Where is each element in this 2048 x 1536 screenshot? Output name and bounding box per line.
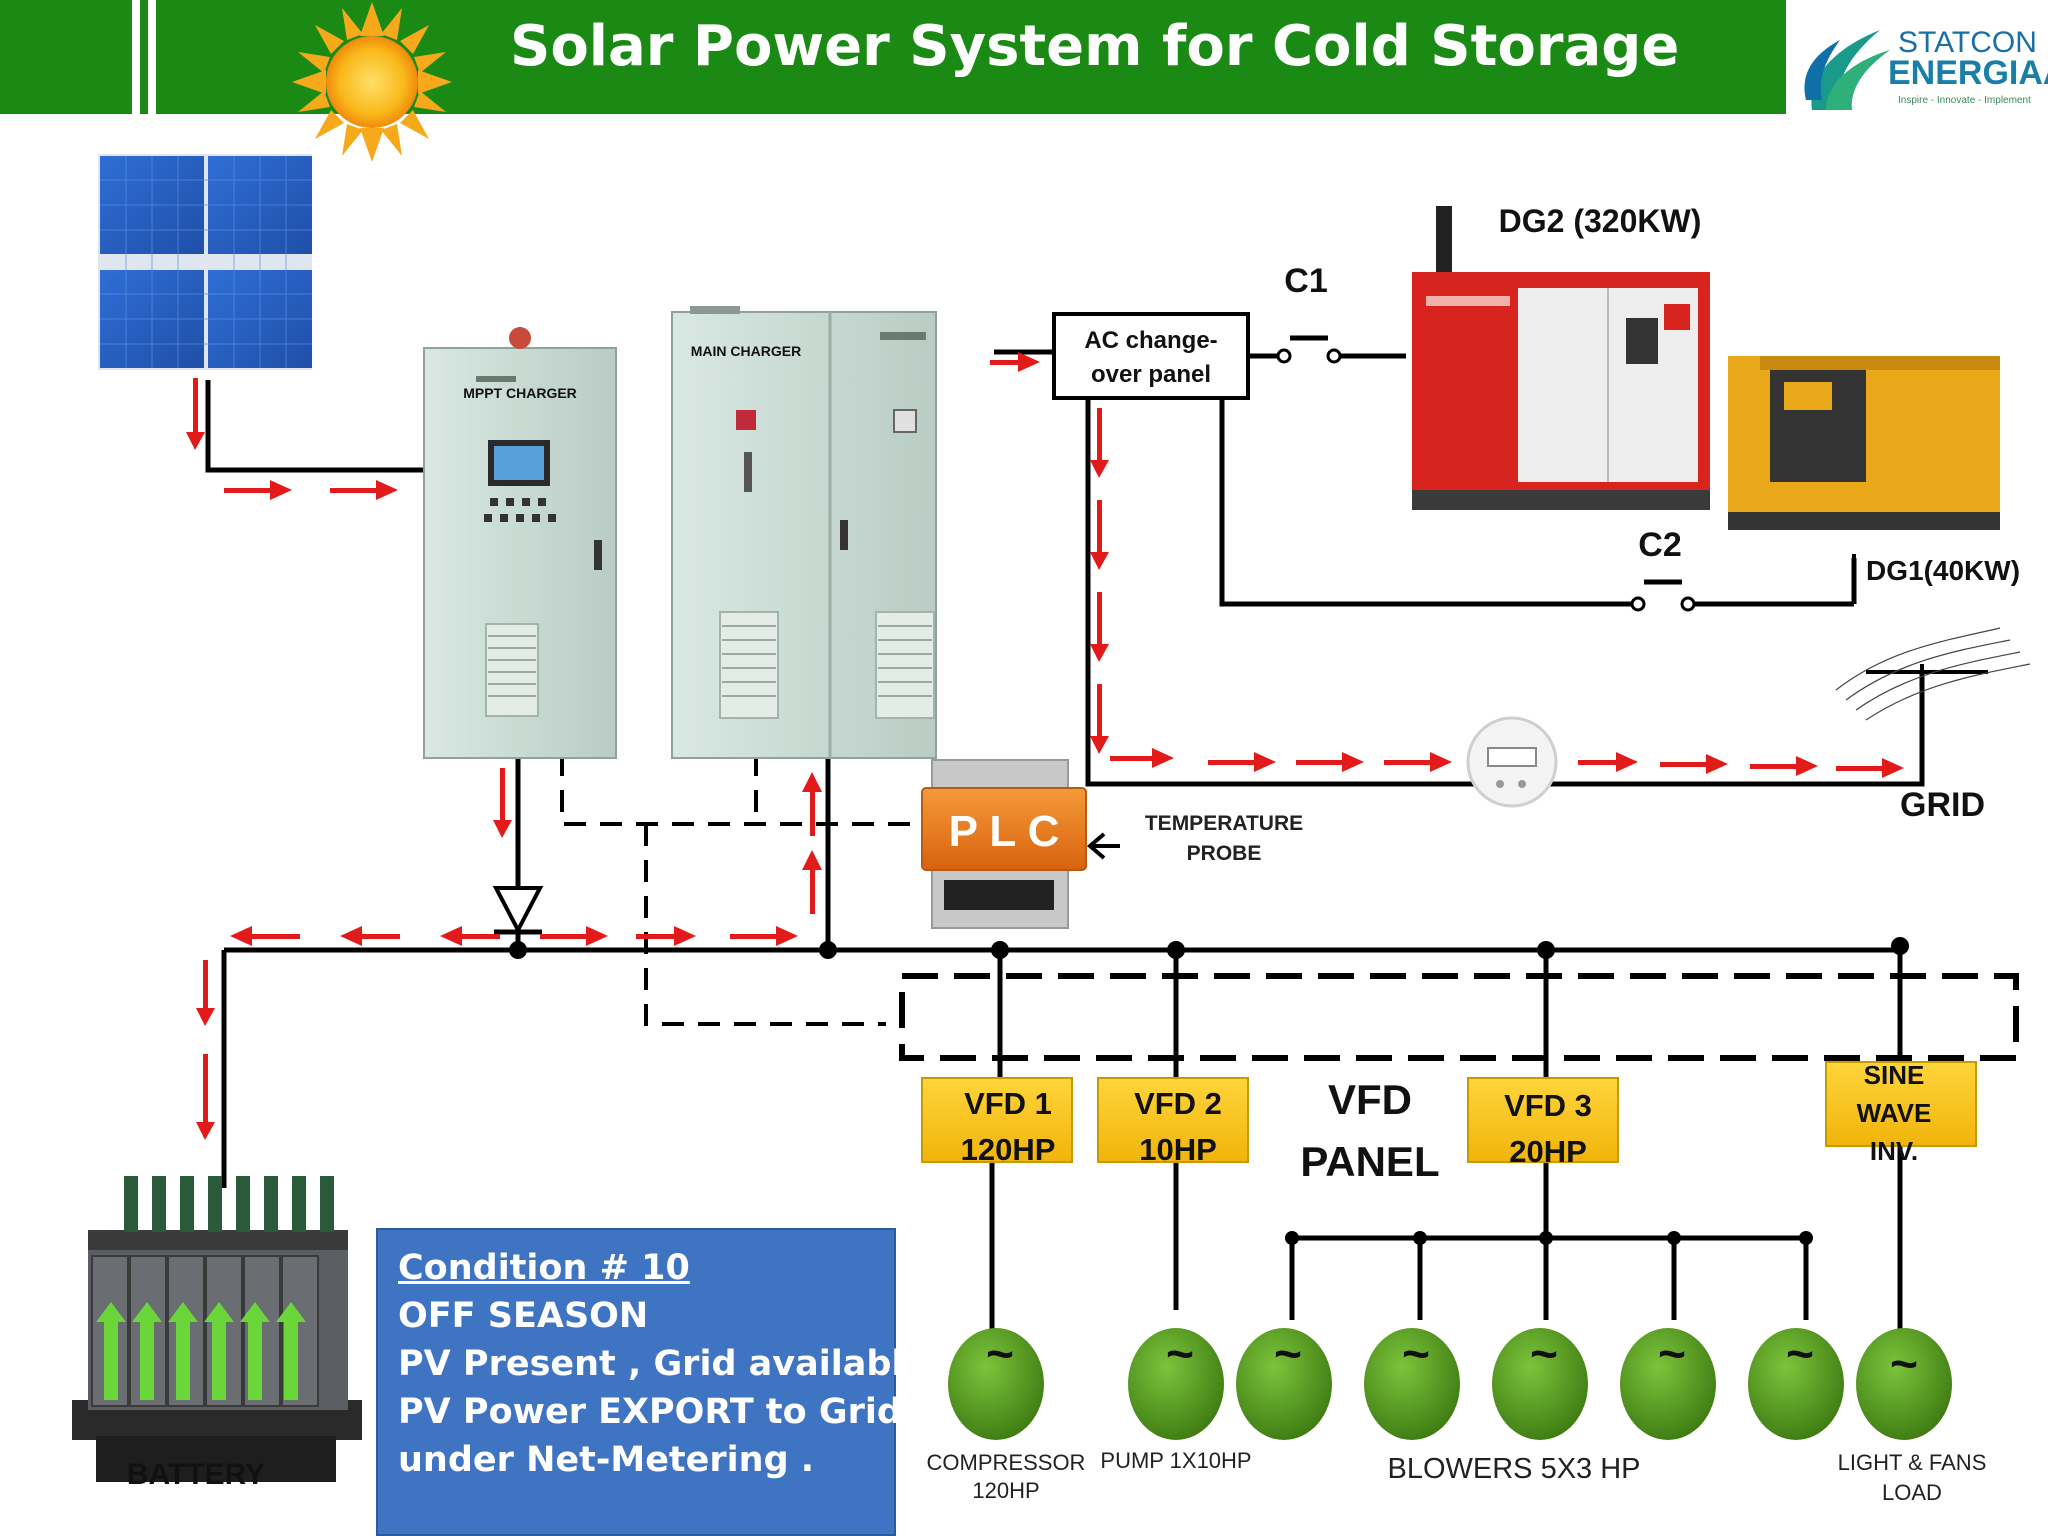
plc-label: P L C: [949, 807, 1060, 856]
condition-line-4: under Net-Metering .: [398, 1440, 815, 1480]
vfd-2-box: VFD 2 10HP: [1097, 1077, 1249, 1167]
compressor-label-line2: 120HP: [972, 1478, 1039, 1503]
junction-dots: [509, 937, 1909, 1245]
energy-meter-icon: [1466, 716, 1558, 808]
logo-line1: STATCON: [1898, 26, 2037, 59]
motor-blower-4-icon: ~: [1620, 1328, 1716, 1440]
grid-pole-icon: [1835, 627, 2031, 784]
contactor-c2-label: C2: [1638, 526, 1681, 564]
motor-blower-5-icon: ~: [1748, 1328, 1844, 1440]
battery-label: BATTERY: [127, 1458, 265, 1491]
compressor-label-line1: COMPRESSOR: [927, 1450, 1086, 1475]
motor-compressor-icon: ~: [948, 1328, 1044, 1440]
dg2-label: DG2 (320KW): [1499, 203, 1702, 239]
condition-line-2: PV Present , Grid available .: [398, 1344, 953, 1384]
dg1-generator: [1728, 356, 2000, 530]
vfd-1-line2: 120HP: [961, 1132, 1056, 1167]
vfd-1-line1: VFD 1: [964, 1086, 1052, 1121]
header-divider: [148, 0, 156, 114]
condition-line-1: OFF SEASON: [398, 1296, 649, 1336]
vfd-panel-title-line2: PANEL: [1300, 1138, 1439, 1185]
battery-bank-icon: [72, 1176, 362, 1482]
sine-wave-inverter-box: SINE WAVE INV.: [1825, 1060, 1977, 1166]
inverter-line2: WAVE: [1857, 1098, 1932, 1128]
vfd-panel-title-line1: VFD: [1328, 1076, 1412, 1123]
plc-unit: P L C: [921, 759, 1087, 929]
condition-title: Condition # 10: [398, 1248, 690, 1288]
logo-line2: ENERGIAA: [1888, 54, 2048, 92]
dg1-label: DG1(40KW): [1866, 555, 2020, 586]
logo-tagline: Inspire - Innovate - Implement: [1898, 95, 2031, 106]
changeover-line2: over panel: [1091, 361, 1211, 388]
mppt-charger-cabinet: MPPT CHARGER: [423, 327, 617, 759]
vfd-3-box: VFD 3 20HP: [1467, 1077, 1619, 1169]
motor-symbol: ~: [1786, 1328, 1814, 1381]
main-charger-cabinet: MAIN CHARGER: [671, 306, 937, 759]
pump-label: PUMP 1X10HP: [1100, 1448, 1251, 1473]
header-bar: [0, 0, 1786, 114]
motor-blower-1-icon: ~: [1236, 1328, 1332, 1440]
motor-symbol: ~: [986, 1328, 1014, 1381]
blowers-label: BLOWERS 5X3 HP: [1387, 1453, 1640, 1485]
statcon-logo: STATCON ENERGIAA Inspire - Innovate - Im…: [1804, 26, 2048, 110]
vfd-3-line2: 20HP: [1509, 1134, 1587, 1169]
motor-symbol: ~: [1402, 1328, 1430, 1381]
inverter-line1: SINE: [1864, 1060, 1925, 1090]
motor-blower-3-icon: ~: [1492, 1328, 1588, 1440]
condition-line-3: PV Power EXPORT to Grid: [398, 1392, 902, 1432]
grid-label: GRID: [1900, 786, 1985, 824]
page-title: Solar Power System for Cold Storage: [510, 14, 1680, 79]
diode-icon: [492, 886, 544, 935]
lights-label-line1: LIGHT & FANS: [1838, 1450, 1987, 1475]
motor-pump-icon: ~: [1128, 1328, 1224, 1440]
motor-symbol: ~: [1166, 1328, 1194, 1381]
mppt-charger-label: MPPT CHARGER: [463, 385, 577, 401]
motor-symbol: ~: [1890, 1338, 1918, 1391]
inverter-line3: INV.: [1870, 1136, 1918, 1166]
temp-probe-line2: PROBE: [1187, 842, 1262, 865]
main-charger-label: MAIN CHARGER: [691, 343, 801, 359]
contactor-c2-icon: [1630, 579, 1696, 612]
motor-symbol: ~: [1530, 1328, 1558, 1381]
solar-panel-array: [98, 154, 312, 370]
contactor-c1-label: C1: [1284, 262, 1327, 300]
header-divider: [132, 0, 140, 114]
sun-icon: [292, 2, 452, 162]
probe-arrow-icon: [1086, 832, 1120, 860]
dg2-generator: [1412, 206, 1710, 510]
condition-info-box: Condition # 10 OFF SEASON PV Present , G…: [376, 1228, 953, 1536]
motor-symbol: ~: [1658, 1328, 1686, 1381]
motor-blower-2-icon: ~: [1364, 1328, 1460, 1440]
vfd-2-line1: VFD 2: [1134, 1086, 1222, 1121]
temp-probe-line1: TEMPERATURE: [1145, 812, 1303, 835]
contactor-c1-icon: [1276, 335, 1342, 364]
vfd-2-line2: 10HP: [1139, 1132, 1217, 1167]
ac-changeover-panel: AC change- over panel: [1052, 312, 1250, 400]
control-wiring: [560, 754, 2019, 1061]
vfd-1-box: VFD 1 120HP: [921, 1077, 1073, 1167]
vfd-3-line1: VFD 3: [1504, 1088, 1592, 1123]
lights-label-line2: LOAD: [1882, 1480, 1942, 1505]
motor-symbol: ~: [1274, 1328, 1302, 1381]
changeover-line1: AC change-: [1084, 327, 1217, 354]
motor-lights-icon: ~: [1856, 1328, 1952, 1440]
